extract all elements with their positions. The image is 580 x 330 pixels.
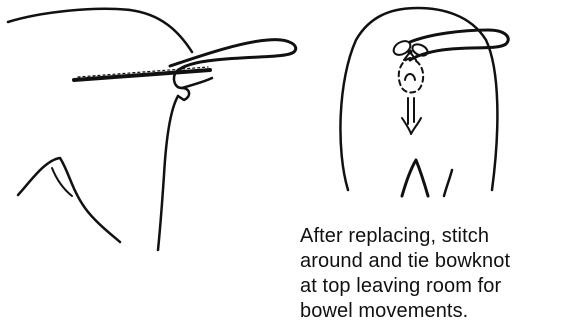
udder-outline	[18, 158, 120, 242]
rump-outline	[8, 9, 192, 52]
tape-strip	[170, 40, 296, 72]
caption-line-3: at top leaving room for	[300, 274, 575, 299]
needle	[74, 70, 210, 80]
stitch-line	[399, 58, 423, 93]
udder-detail	[52, 168, 72, 196]
rear-leg-outline	[158, 96, 178, 250]
caption: After replacing, stitch around and tie b…	[300, 224, 575, 324]
rear-body-outline	[340, 8, 497, 190]
side-view-figure	[8, 9, 296, 250]
caption-line-2: around and tie bowknot	[300, 249, 575, 274]
leg-gap-right	[444, 170, 452, 196]
vulva-mark	[405, 74, 415, 80]
arrowhead	[402, 118, 421, 134]
caption-line-1: After replacing, stitch	[300, 224, 575, 249]
caption-line-4: bowel movements.	[300, 299, 575, 324]
tape-end	[182, 78, 212, 88]
rear-view-figure	[340, 8, 508, 196]
leg-gap-left	[402, 160, 428, 196]
